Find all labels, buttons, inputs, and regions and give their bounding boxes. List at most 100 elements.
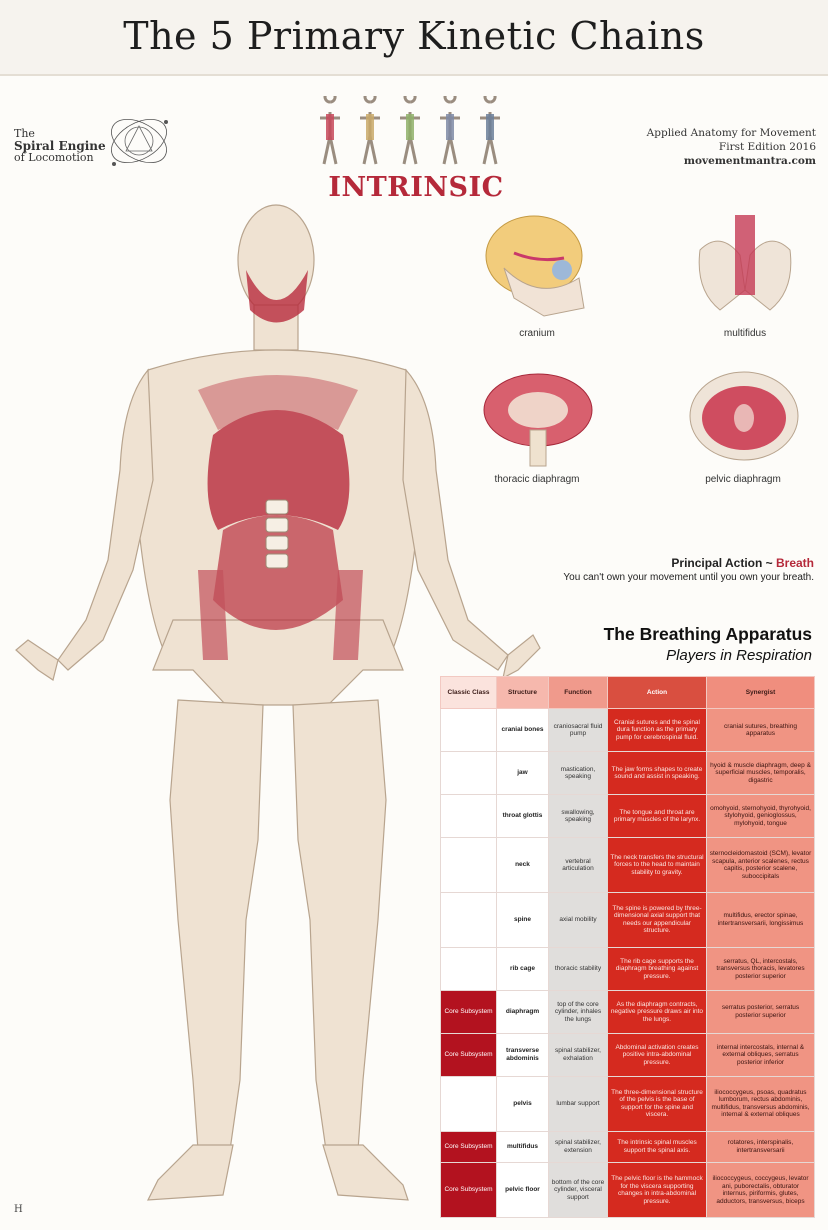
column-header: Classic Class — [440, 676, 497, 709]
edition-line-3: movementmantra.com — [683, 155, 816, 167]
table-cell-core: Core Subsystem — [440, 1032, 497, 1078]
principal-subtitle: You can't own your movement until you ow… — [563, 572, 814, 583]
table-cell-function: vertebral articulation — [548, 837, 608, 893]
table-cell-structure: transverse abdominis — [496, 1032, 549, 1078]
table-cell-synergist: cranial sutures, breathing apparatus — [706, 707, 815, 753]
table-cell-function: lumbar support — [548, 1076, 608, 1132]
table-header-row: Classic Class Structure Function Action … — [440, 676, 815, 709]
table-cell-synergist: sternocleidomastoid (SCM), levator scapu… — [706, 837, 815, 893]
table-cell-synergist: iliococcygeus, coccygeus, levator ani, p… — [706, 1162, 815, 1218]
table-cell-action: The three-dimensional structure of the p… — [607, 1076, 707, 1132]
table-cell-function: thoracic stability — [548, 946, 608, 991]
thoracic-diaphragm-illustration — [483, 373, 593, 467]
table-cell-structure: spine — [496, 892, 549, 948]
table-cell-action: The tongue and throat are primary muscle… — [607, 794, 707, 839]
table-cell-structure: jaw — [496, 751, 549, 796]
table-cell-synergist: hyoid & muscle diaphragm, deep & superfi… — [706, 751, 815, 796]
footer-mark: H — [14, 1204, 23, 1215]
logo-text: The Spiral Engine of Locomotion — [14, 128, 106, 164]
spiral-engine-logo: The Spiral Engine of Locomotion — [14, 106, 174, 180]
column-header: Synergist — [706, 676, 815, 709]
principal-prefix: Principal Action ~ — [671, 556, 776, 570]
table-cell-function: mastication, speaking — [548, 751, 608, 796]
principal-action-word: Breath — [775, 556, 814, 570]
pelvic-diaphragm-label: pelvic diaphragm — [705, 474, 781, 485]
table-cell-function: spinal stabilizer, extension — [548, 1130, 608, 1164]
column-header: Structure — [496, 676, 549, 709]
table-cell-core: Core Subsystem — [440, 1130, 497, 1164]
table-cell-synergist: multifidus, erector spinae, intertransve… — [706, 892, 815, 948]
table-cell-function: craniosacral fluid pump — [548, 707, 608, 753]
table-cell-core — [440, 892, 497, 948]
page-title: The 5 Primary Kinetic Chains — [123, 14, 705, 58]
column-header: Action — [607, 676, 707, 709]
cranium-illustration — [485, 215, 585, 317]
chain-figure — [440, 90, 460, 165]
table-cell-structure: multifidus — [496, 1130, 549, 1164]
edition-line-1: Applied Anatomy for Movement — [646, 127, 816, 139]
multifidus-illustration — [698, 215, 792, 311]
kinetic-chain-figures — [312, 90, 512, 168]
breathing-apparatus-table: Classic Class Structure Function Action … — [440, 676, 815, 1218]
table-cell-core: Core Subsystem — [440, 1162, 497, 1218]
table-cell-function: top of the core cylinder, inhales the lu… — [548, 989, 608, 1034]
table-cell-synergist: omohyoid, sternohyoid, thyrohyoid, stylo… — [706, 794, 815, 839]
table-cell-core — [440, 837, 497, 893]
breathing-apparatus-title: The Breathing Apparatus — [603, 624, 812, 644]
chain-figures-svg — [320, 90, 500, 165]
table-cell-core: Core Subsystem — [440, 989, 497, 1034]
table-cell-action: The neck transfers the structural forces… — [607, 837, 707, 893]
table-cell-action: As the diaphragm contracts, negative pre… — [607, 989, 707, 1034]
breathing-apparatus-subtitle: Players in Respiration — [666, 647, 812, 664]
table-cell-synergist: iliococcygeus, psoas, quadratus lumborum… — [706, 1076, 815, 1132]
table-cell-synergist: internal intercostals, internal & extern… — [706, 1032, 815, 1078]
logo-line-3: of Locomotion — [14, 151, 94, 164]
edition-line-2: First Edition 2016 — [718, 141, 816, 153]
column-header: Function — [548, 676, 608, 709]
table-cell-core — [440, 946, 497, 991]
table-cell-structure: rib cage — [496, 946, 549, 991]
table-cell-function: spinal stabilizer, exhalation — [548, 1032, 608, 1078]
table-cell-structure: throat glottis — [496, 794, 549, 839]
table-cell-core — [440, 707, 497, 753]
table-cell-synergist: serratus, QL, intercostals, transversus … — [706, 946, 815, 991]
table-cell-action: The jaw forms shapes to create sound and… — [607, 751, 707, 796]
logo-line-2: Spiral Engine — [14, 139, 106, 153]
table-cell-structure: pelvis — [496, 1076, 549, 1132]
chain-figure — [320, 90, 340, 165]
multifidus-label: multifidus — [723, 328, 767, 339]
table-cell-action: The pelvic floor is the hammock for the … — [607, 1162, 707, 1218]
chain-figure — [400, 90, 420, 165]
anatomy-body-illustration — [15, 204, 541, 1201]
principal-action: Principal Action ~ Breath — [450, 556, 814, 570]
table-cell-structure: cranial bones — [496, 707, 549, 753]
table-cell-core — [440, 794, 497, 839]
table-cell-structure: neck — [496, 837, 549, 893]
cranium-label: cranium — [519, 328, 555, 339]
title-bar: The 5 Primary Kinetic Chains — [0, 0, 828, 76]
pelvic-diaphragm-illustration — [689, 371, 799, 461]
chain-figure — [360, 90, 380, 165]
table-cell-action: The spine is powered by three-dimensiona… — [607, 892, 707, 948]
logo-line-1: The — [14, 127, 35, 140]
thoracic-diaphragm-label: thoracic diaphragm — [494, 474, 580, 485]
table-cell-structure: diaphragm — [496, 989, 549, 1034]
edition-info: Applied Anatomy for Movement First Editi… — [606, 126, 816, 168]
section-title: INTRINSIC — [328, 172, 504, 203]
table-cell-function: swallowing, speaking — [548, 794, 608, 839]
chain-figure — [480, 90, 500, 165]
table-cell-function: bottom of the core cylinder, visceral su… — [548, 1162, 608, 1218]
table-cell-core — [440, 751, 497, 796]
logo-emblem — [111, 118, 168, 166]
